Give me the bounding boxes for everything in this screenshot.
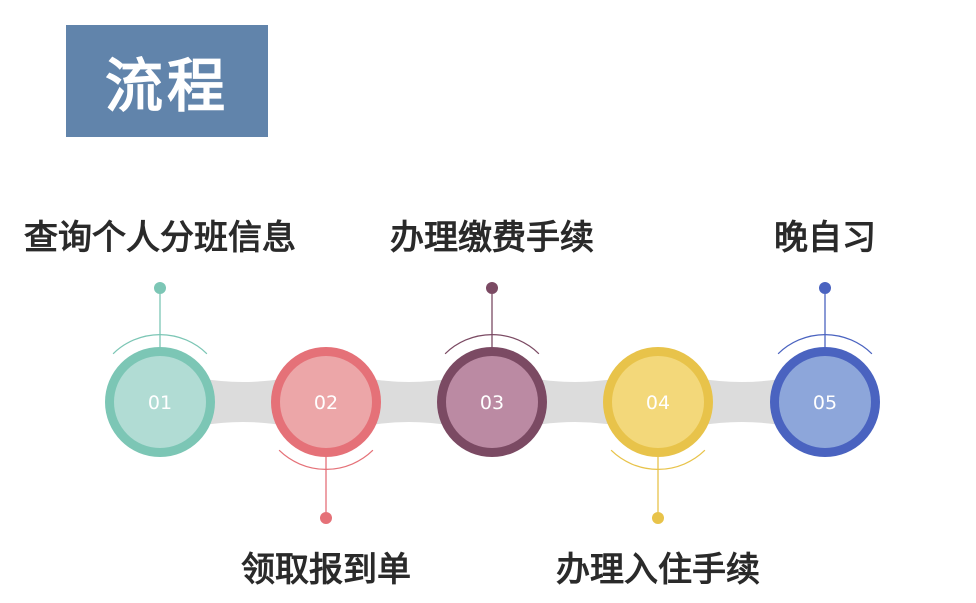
step-number: 04 [646, 392, 670, 414]
step-disc [280, 356, 372, 448]
step-label-4: 办理入住手续 [556, 550, 760, 590]
step-dot [320, 512, 332, 524]
step-2: 02 [271, 347, 381, 524]
title-banner: 流程 [66, 25, 268, 137]
page-title: 流程 [104, 52, 229, 120]
step-dot [486, 282, 498, 294]
step-label-2: 领取报到单 [241, 550, 411, 590]
step-disc [446, 356, 538, 448]
step-disc [114, 356, 206, 448]
step-disc [612, 356, 704, 448]
step-label-1: 查询个人分班信息 [24, 218, 296, 258]
step-disc [779, 356, 871, 448]
step-dot [154, 282, 166, 294]
step-dot [652, 512, 664, 524]
step-dot [819, 282, 831, 294]
step-number: 02 [314, 392, 338, 414]
step-4: 04 [603, 347, 713, 524]
step-label-5: 晚自习 [774, 218, 876, 258]
step-5: 05 [770, 282, 880, 457]
step-number: 01 [148, 392, 172, 414]
step-number: 03 [480, 392, 504, 414]
step-label-3: 办理缴费手续 [390, 218, 594, 258]
step-1: 01 [105, 282, 215, 457]
step-number: 05 [813, 392, 837, 414]
step-3: 03 [437, 282, 547, 457]
